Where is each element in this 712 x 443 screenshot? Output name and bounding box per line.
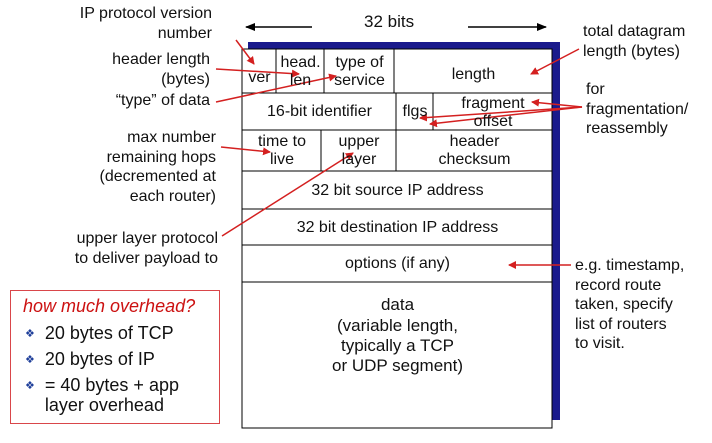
arrow-fragmentation-2 <box>419 106 583 122</box>
note-max-hops-line1: max number <box>127 129 216 146</box>
field-version-label: ver <box>248 68 271 86</box>
note-header-length: header length (bytes) <box>112 50 210 89</box>
field-data-line3: typically a TCP <box>340 336 455 355</box>
note-type-of-data: “type” of data <box>116 91 210 111</box>
field-options-label: options (if any) <box>345 255 450 273</box>
field-header-checksum: header checksum <box>397 131 552 171</box>
field-head-len-line1: head. <box>280 53 321 71</box>
note-max-hops-line2: remaining hops <box>106 148 216 166</box>
arrow-total-length <box>530 48 580 75</box>
overhead-item-text: 20 bytes of TCP <box>44 323 174 343</box>
note-total-length: total datagram length (bytes) <box>583 22 685 61</box>
diamond-bullet-icon: ❖ <box>25 328 35 340</box>
row-dividers <box>242 49 552 283</box>
field-data-line2: (variable length, <box>337 315 458 335</box>
field-head-len-line2: len <box>289 71 312 89</box>
field-checksum-line1: header <box>449 133 500 151</box>
overhead-item-line2: layer overhead <box>44 395 164 416</box>
field-fragment-line2: offset <box>473 113 513 130</box>
note-options-line5: to visit. <box>575 335 625 353</box>
diamond-bullet-icon: ❖ <box>25 354 35 366</box>
field-source-ip: 32 bit source IP address <box>243 172 552 209</box>
arrow-fragmentation-1 <box>531 98 583 108</box>
field-type-of-service: type of service <box>325 50 394 93</box>
note-header-length-line2: (bytes) <box>161 70 210 88</box>
overhead-title: how much overhead? <box>23 296 196 316</box>
diamond-bullet-icon: ❖ <box>25 380 35 392</box>
overhead-item: ❖ 20 bytes of IP <box>25 349 155 369</box>
arrow-version <box>235 39 255 65</box>
overhead-box: how much overhead? ❖ 20 bytes of TCP ❖ 20 … <box>10 290 220 424</box>
note-total-length-line1: total datagram <box>583 23 686 40</box>
arrow-header-length <box>215 68 300 78</box>
field-options: options (if any) <box>243 246 552 282</box>
field-ttl-line1: time to <box>257 133 306 151</box>
field-flags-label: flgs <box>402 103 428 121</box>
overhead-item-text: 20 bytes of IP <box>44 349 155 369</box>
field-identifier-label: 16-bit identifier <box>267 103 372 121</box>
field-identifier: 16-bit identifier <box>243 94 396 130</box>
field-ttl-line2: live <box>269 151 294 168</box>
note-ip-version-line2: number <box>157 24 212 42</box>
note-ip-version: IP protocol version number <box>80 4 212 43</box>
field-fragment-line1: fragment <box>461 95 525 113</box>
note-options-line3: taken, specify <box>575 296 673 314</box>
field-upper-line2: layer <box>341 151 377 168</box>
field-head-len: head. len <box>277 50 324 93</box>
arrow-type-of-data <box>215 73 337 103</box>
field-flags: flgs <box>397 94 433 130</box>
arrow-max-hops <box>220 146 271 156</box>
note-header-length-line1: header length <box>112 51 210 68</box>
note-options-example: e.g. timestamp, record route taken, spec… <box>575 256 684 354</box>
field-source-ip-label: 32 bit source IP address <box>311 181 484 199</box>
note-options-line2: record route <box>575 276 662 294</box>
note-max-hops-line3: (decremented at <box>99 168 216 186</box>
arrow-fragmentation-3 <box>429 106 583 128</box>
field-time-to-live: time to live <box>243 131 321 171</box>
field-upper-line1: upper <box>338 133 380 151</box>
note-upper-layer-line2: to deliver payload to <box>74 249 218 267</box>
note-options-line4: list of routers <box>575 315 667 333</box>
overhead-item-line1: = 40 bytes + app <box>44 375 179 395</box>
field-dest-ip-label: 32 bit destination IP address <box>296 218 499 236</box>
field-version: ver <box>243 50 276 93</box>
field-dest-ip: 32 bit destination IP address <box>243 210 552 245</box>
note-upper-layer-protocol: upper layer protocol to deliver payload … <box>75 229 218 268</box>
field-length-label: length <box>451 66 496 84</box>
field-upper-layer: upper layer <box>322 131 396 171</box>
note-fragmentation-line2: fragmentation/ <box>586 100 689 118</box>
note-max-hops-line4: each router) <box>129 187 216 205</box>
note-fragmentation-line1: for <box>586 81 605 98</box>
field-tos-line1: type of <box>335 53 384 71</box>
note-max-hops: max number remaining hops (decremented a… <box>99 128 216 206</box>
overhead-item: ❖ 20 bytes of TCP <box>25 323 174 343</box>
field-data-line1: data <box>380 295 415 315</box>
field-data: data (variable length, typically a TCP o… <box>243 288 552 384</box>
field-data-line4: or UDP segment) <box>331 356 463 376</box>
note-total-length-line2: length (bytes) <box>583 42 680 60</box>
note-type-of-data-line1: “type” of data <box>115 92 210 109</box>
note-fragmentation-line3: reassembly <box>586 120 668 138</box>
width-label: 32 bits <box>364 12 415 31</box>
field-length: length <box>395 50 552 100</box>
field-tos-line2: service <box>334 71 385 89</box>
field-checksum-line2: checksum <box>438 151 511 168</box>
note-upper-layer-line1: upper layer protocol <box>76 230 218 247</box>
arrow-upper-layer <box>221 152 354 237</box>
note-options-line1: e.g. timestamp, <box>575 257 685 274</box>
field-fragment-offset: fragment offset <box>434 90 552 136</box>
note-ip-version-line1: IP protocol version <box>79 5 212 22</box>
note-fragmentation: for fragmentation/ reassembly <box>586 80 688 139</box>
